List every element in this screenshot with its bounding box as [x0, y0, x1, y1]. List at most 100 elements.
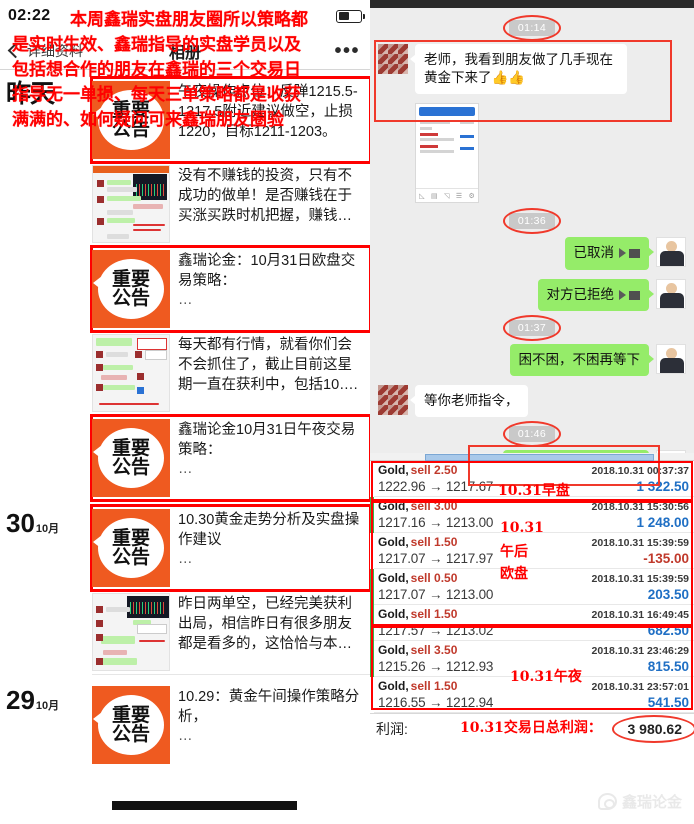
open-price: 1215.26	[378, 659, 426, 674]
trading-app-screenshot[interactable]: ◺ ▤ ◹ ☰ ⚙	[415, 103, 479, 204]
arrow-icon: →	[428, 623, 443, 638]
avatar	[656, 343, 686, 374]
message-bubble[interactable]: 困不困，不困再等下	[509, 343, 654, 377]
entry-ellipsis: …	[178, 728, 193, 744]
order-side: sell 3.50	[410, 643, 458, 657]
message-bubble[interactable]: 老师，我看到朋友做了几手现在黄金下来了👍👍	[410, 44, 627, 95]
announcement-badge: 重要 公告	[93, 259, 164, 319]
announcement-thumbnail[interactable]: 重要 公告	[92, 419, 170, 497]
chat-message-incoming: 等你老师指令，	[378, 385, 686, 418]
table-row[interactable]: Gold,sell 1.50 2018.10.31 15:39:59 1217.…	[370, 533, 694, 569]
chat-screenshot-thumbnail[interactable]	[92, 334, 170, 412]
table-row[interactable]: Gold,sell 3.50 2018.10.31 23:46:29 1215.…	[370, 641, 694, 677]
symbol: Gold,	[378, 535, 409, 549]
badge-line-2: 公告	[111, 287, 150, 309]
arrow-icon: →	[428, 695, 443, 710]
day-month: 10月	[35, 523, 60, 535]
table-row[interactable]: Gold,sell 3.00 2018.10.31 15:30:56 1217.…	[370, 497, 694, 533]
album-entry[interactable]: 重要 公告 10.30黄金走势分析及实盘操作建议 …	[90, 504, 372, 592]
open-price: 1217.07	[378, 551, 426, 566]
horizontal-scrollbar[interactable]	[370, 453, 694, 461]
day-group: 昨天 重要 公告 午夜操作点位：反弹1215.5-1217.5附近建议做空，止损…	[0, 76, 372, 502]
day-number: 30	[6, 508, 35, 538]
announcement-thumbnail[interactable]: 重要 公告	[92, 250, 170, 328]
entry-text: 每天都有行情，就看你们会不会抓住了，截止目前这星期一直在获利中，包括10….	[178, 337, 358, 393]
close-price: 1217.67	[445, 479, 494, 494]
timestamp: 2018.10.31 00:37:37	[591, 465, 690, 477]
chat-message-outgoing: 困不困，不困再等下	[378, 343, 686, 377]
back-button[interactable]: 详细资料	[7, 41, 83, 61]
close-price: 1212.94	[445, 695, 494, 710]
chat-message-outgoing: 已取消	[378, 237, 686, 270]
timestamp-label: 01:37	[508, 319, 556, 336]
timestamp: 2018.10.31 23:57:01	[591, 681, 690, 693]
order-side: sell 1.50	[410, 535, 458, 549]
chat-screenshot-thumbnail[interactable]	[92, 165, 170, 243]
table-row[interactable]: Gold,sell 0.50 2018.10.31 15:39:59 1217.…	[370, 569, 694, 605]
entry-ellipsis: …	[178, 292, 193, 308]
open-price: 1217.57	[378, 623, 426, 638]
chat-message-image: ◺ ▤ ◹ ☰ ⚙	[378, 103, 686, 204]
entry-text: 午夜操作点位：反弹1215.5-1217.5附近建议做空，止损1220，目标12…	[178, 84, 358, 140]
album-entry[interactable]: 昨日两单空，已经完美获利出局，相信昨日有很多朋友都是看多的，这恰恰与本…	[92, 590, 370, 675]
more-options-icon[interactable]: •••	[334, 39, 360, 62]
album-entry[interactable]: 重要 公告 鑫瑞论金：10月31日欧盘交易策略： …	[90, 245, 372, 333]
close-price: 1217.97	[445, 551, 494, 566]
badge-line-1: 重要	[111, 99, 150, 121]
profit-loss: 815.50	[647, 659, 689, 674]
album-entry[interactable]: 重要 公告 10.29：黄金午间操作策略分析， …	[92, 683, 370, 767]
status-clock: 02:22	[8, 7, 51, 24]
avatar	[378, 44, 408, 74]
timestamp: 2018.10.31 15:39:59	[591, 573, 690, 585]
table-row[interactable]: Gold,sell 1.50 2018.10.31 23:57:01 1216.…	[370, 677, 694, 713]
arrow-icon: →	[428, 659, 443, 674]
profit-loss: 203.50	[647, 587, 689, 602]
message-bubble[interactable]: 对方已拒绝	[537, 278, 654, 311]
album-entry[interactable]: 重要 公告 鑫瑞论金10月31日午夜交易策略： …	[90, 414, 372, 502]
entry-title: 10.30黄金走势分析及实盘操作建议	[178, 512, 360, 548]
badge-line-1: 重要	[111, 268, 150, 290]
album-entry[interactable]: 重要 公告 午夜操作点位：反弹1215.5-1217.5附近建议做空，止损122…	[90, 76, 372, 164]
redaction-bar	[112, 801, 297, 810]
order-side: sell 0.50	[410, 571, 458, 585]
timestamp: 2018.10.31 23:46:29	[591, 645, 690, 657]
album-entry[interactable]: 每天都有行情，就看你们会不会抓住了，截止目前这星期一直在获利中，包括10….	[92, 331, 370, 416]
message-bubble[interactable]: 等你老师指令，	[410, 385, 528, 418]
entry-title: 鑫瑞论金：10月31日欧盘交易策略：	[178, 253, 356, 289]
close-price: 1213.02	[445, 623, 494, 638]
call-box-icon	[629, 249, 640, 259]
trade-icon: ◹	[444, 192, 450, 200]
timestamp-divider: 01:14	[378, 15, 686, 41]
app-toolbar: ◺ ▤ ◹ ☰ ⚙	[416, 188, 478, 202]
entry-title: 10.29：黄金午间操作策略分析，	[178, 689, 360, 725]
timestamp-divider: 01:46	[378, 421, 686, 448]
open-price: 1222.96	[378, 479, 426, 494]
badge-line-1: 重要	[111, 704, 150, 726]
album-pane: 02:22 详细资料 相册 ••• 昨天	[0, 7, 372, 810]
announcement-thumbnail[interactable]: 重要 公告	[92, 509, 170, 587]
chat-screenshot-thumbnail[interactable]	[92, 593, 170, 671]
message-bubble[interactable]: 已取消	[564, 237, 654, 270]
album-entry[interactable]: 没有不赚钱的投资，只有不成功的做单！是否赚钱在于买涨买跌时机把握，赚钱…	[92, 162, 370, 247]
entry-text: 鑫瑞论金10月31日午夜交易策略： …	[178, 419, 362, 497]
timestamp: 2018.10.31 15:30:56	[591, 501, 690, 513]
entry-text: 鑫瑞论金：10月31日欧盘交易策略： …	[178, 250, 362, 328]
chat-message-outgoing: 对方已拒绝	[378, 278, 686, 311]
entry-text: 没有不赚钱的投资，只有不成功的做单！是否赚钱在于买涨买跌时机把握，赚钱…	[178, 168, 352, 224]
avatar	[378, 385, 408, 416]
order-side: sell 1.50	[410, 679, 458, 693]
chat-top-strip	[370, 0, 694, 8]
table-row[interactable]: Gold,sell 1.50 2018.10.31 16:49:45 1217.…	[370, 605, 694, 641]
badge-line-1: 重要	[111, 527, 150, 549]
avatar	[656, 278, 686, 309]
badge-line-2: 公告	[111, 456, 150, 478]
nav-bar: 详细资料 相册 •••	[0, 32, 370, 70]
symbol: Gold,	[378, 643, 409, 657]
announcement-thumbnail[interactable]: 重要 公告	[92, 686, 170, 764]
profit-label: 利润:	[376, 721, 408, 737]
table-row[interactable]: Gold,sell 2.50 2018.10.31 00:37:37 1222.…	[370, 461, 694, 497]
profit-loss: -135.00	[643, 551, 689, 566]
arrow-icon: →	[428, 587, 443, 602]
message-text: 对方已拒绝	[546, 286, 615, 302]
announcement-thumbnail[interactable]: 重要 公告	[92, 81, 170, 159]
